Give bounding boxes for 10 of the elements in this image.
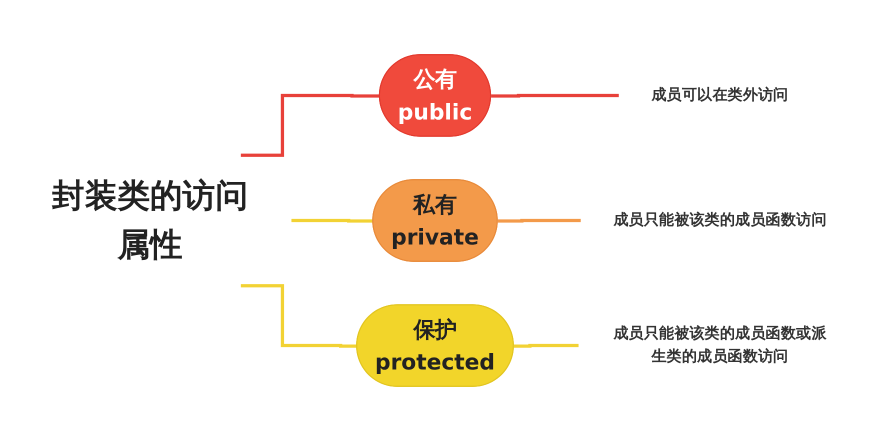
node-text: 成员可以在类外访问	[651, 86, 788, 104]
connector	[491, 94, 619, 98]
node-text: 封装类的访问属性	[52, 177, 248, 264]
connector	[498, 218, 581, 223]
connector	[291, 218, 374, 223]
connector	[240, 284, 358, 348]
node-text: 成员只能被该类的成员函数访问	[613, 211, 827, 229]
connector	[240, 94, 380, 157]
connector	[514, 344, 579, 348]
node-text: 成员只能被该类的成员函数或派生类的成员函数访问	[613, 324, 827, 366]
